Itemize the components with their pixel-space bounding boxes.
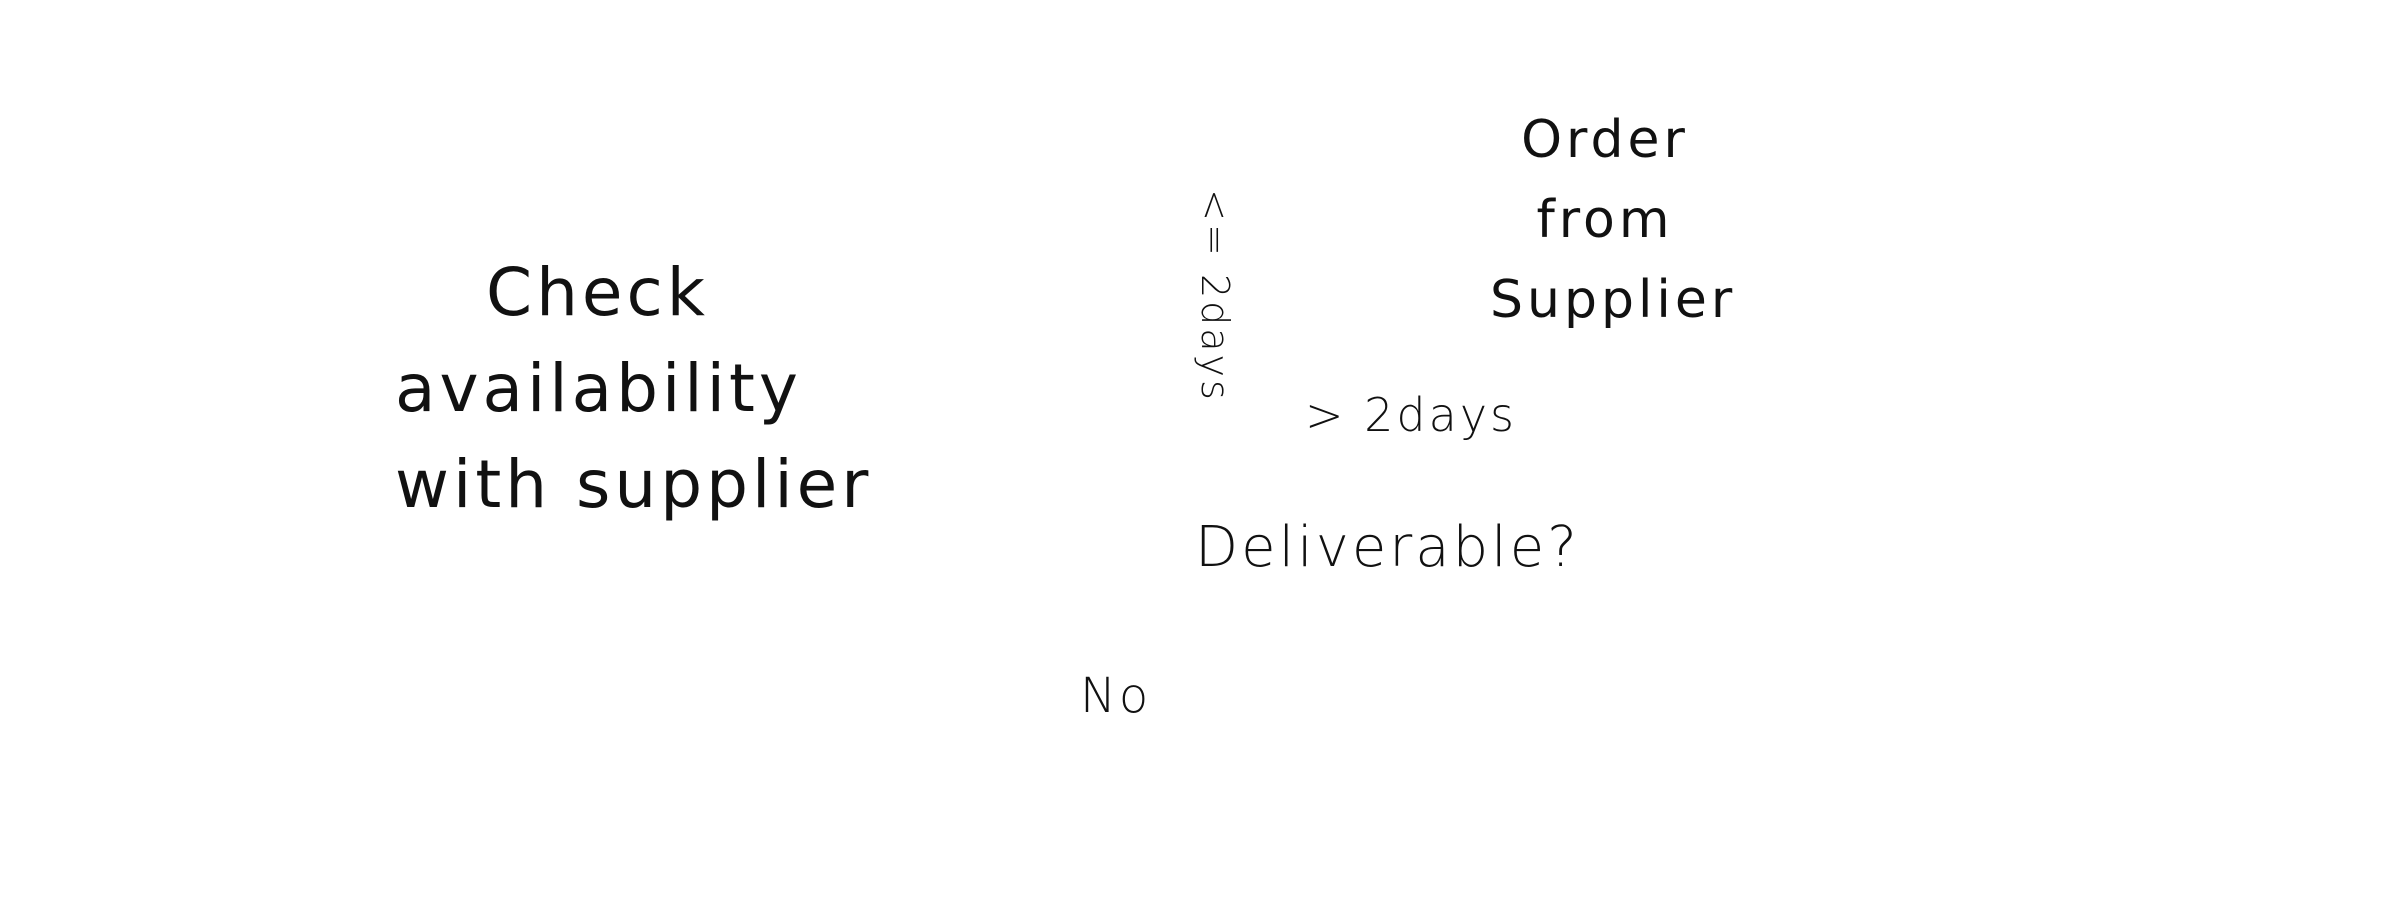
check-availability-node: Check availability with supplier xyxy=(395,245,873,533)
deliverable-decision-label: Deliverable? xyxy=(1195,515,1580,580)
edge-label-le-2days: <= 2days xyxy=(1192,189,1237,403)
order-line-1: Order xyxy=(1521,110,1689,170)
check-line-1: Check xyxy=(485,254,710,331)
check-line-3: with supplier xyxy=(395,446,873,523)
check-line-2: availability xyxy=(395,350,802,427)
order-from-supplier-node: Order from Supplier xyxy=(1490,100,1737,340)
order-line-3: Supplier xyxy=(1490,270,1737,330)
edge-label-gt-2days: > 2days xyxy=(1305,388,1518,442)
order-line-2: from xyxy=(1536,190,1674,250)
edge-label-no: No xyxy=(1080,668,1152,724)
